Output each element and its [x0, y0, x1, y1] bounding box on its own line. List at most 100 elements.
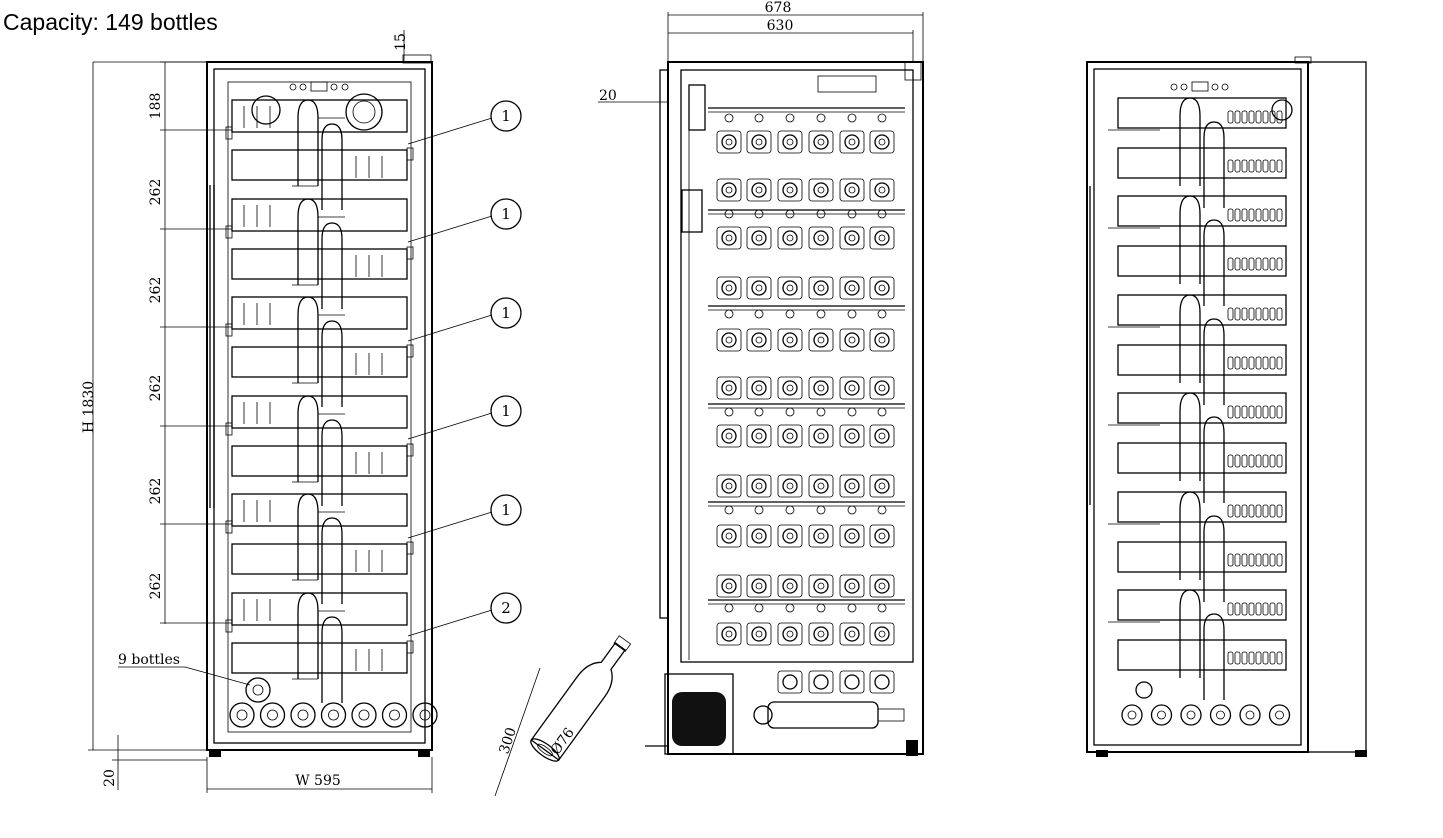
bottle-end — [782, 674, 798, 690]
bottle-end — [751, 528, 767, 544]
bottle-slot — [716, 524, 742, 548]
bottle-neck — [1179, 294, 1201, 383]
bottle-cap — [1227, 454, 1234, 468]
bottle-cap — [1241, 504, 1248, 518]
callout-number: 1 — [501, 501, 511, 519]
bottle-slot — [869, 524, 895, 548]
callout-number: 1 — [501, 205, 511, 223]
bottle-cap — [1269, 257, 1276, 271]
bottle-slot — [869, 622, 895, 646]
bottle-end — [874, 380, 890, 396]
shelf-tray-top — [231, 99, 408, 133]
bottle-neck-end — [754, 505, 764, 515]
bottle-neck-end — [724, 505, 734, 515]
bottle-cap — [1248, 602, 1255, 616]
bottle-neck-end — [754, 209, 764, 219]
shelf-tray-bottom — [1117, 541, 1287, 573]
bottle-cap — [1269, 454, 1276, 468]
bottle-cap — [1241, 356, 1248, 370]
callout-circle — [490, 395, 522, 427]
bottle-cap — [1262, 257, 1269, 271]
dim-shelf-pitch: 262 — [148, 375, 164, 402]
shelf-tray-top — [1117, 97, 1287, 129]
bottle-neck-end — [816, 407, 826, 417]
bottle-slot — [777, 130, 803, 154]
bottle-end — [721, 230, 737, 246]
bottle-slot — [716, 276, 742, 300]
bottle-cap — [1276, 257, 1283, 271]
bottle-cap — [1248, 651, 1255, 665]
shelf-tray-bottom — [1117, 344, 1287, 376]
bottle-cap — [1255, 257, 1262, 271]
bottle-cap — [1269, 110, 1276, 124]
shelf-tray-bottom — [231, 445, 408, 477]
bottle-slot — [716, 622, 742, 646]
bottle-cap — [1276, 356, 1283, 370]
bottle-detail — [530, 635, 632, 762]
callout: 1 — [407, 100, 522, 145]
bottle-end — [1180, 704, 1202, 726]
fan-icon — [345, 93, 383, 131]
bottle-end — [751, 332, 767, 348]
bottle-end — [381, 702, 408, 728]
dim-inner-depth: 630 — [767, 18, 794, 34]
shelf-tray-bottom — [231, 149, 408, 181]
shelf-tray-bottom — [231, 248, 408, 280]
bottle-cap — [1269, 504, 1276, 518]
bottle-cap — [1269, 553, 1276, 567]
bottle-cap — [1262, 110, 1269, 124]
bottle-slot — [716, 376, 742, 400]
bottle-end — [721, 528, 737, 544]
bottle-cap — [1262, 602, 1269, 616]
bottle-cap — [1234, 504, 1241, 518]
bottle-slot — [716, 130, 742, 154]
bottle-end — [874, 626, 890, 642]
bottle-end — [721, 332, 737, 348]
bottle-slot — [808, 276, 834, 300]
bottle-cap — [1255, 307, 1262, 321]
bottle-cap — [1248, 110, 1255, 124]
bottle-end — [813, 578, 829, 594]
bottle-neck — [1203, 318, 1225, 405]
callout-circle — [490, 592, 522, 624]
bottle-neck — [1203, 219, 1225, 306]
bottle-cap — [1262, 454, 1269, 468]
bottle-neck-end — [877, 309, 887, 319]
bottle-end — [782, 380, 798, 396]
bottle-end — [844, 182, 860, 198]
bottle-end — [813, 134, 829, 150]
bottle-cap — [1234, 553, 1241, 567]
bottle-cap — [1269, 405, 1276, 419]
bottle-cap — [1234, 405, 1241, 419]
shelf-tray-bottom — [1117, 147, 1287, 179]
bottle-slot — [839, 130, 865, 154]
bottle-slot — [746, 178, 772, 202]
bottle-cap — [1227, 602, 1234, 616]
bottle-slot — [839, 424, 865, 448]
bottle-end — [813, 380, 829, 396]
bottle-slot — [808, 670, 834, 694]
callout-number: 1 — [501, 304, 511, 322]
bottle-slot — [777, 276, 803, 300]
bottle-end — [874, 478, 890, 494]
bottle-cap — [1234, 257, 1241, 271]
callout: 1 — [407, 494, 522, 539]
bottle-neck — [321, 222, 343, 309]
bottle-cap — [1262, 208, 1269, 222]
bottle-neck — [297, 395, 319, 482]
callout-circle — [490, 100, 522, 132]
dim-width: W 595 — [295, 773, 341, 789]
bottle-end — [874, 182, 890, 198]
bottle-cap — [1269, 307, 1276, 321]
bottle-neck-end — [754, 407, 764, 417]
fan-icon — [251, 95, 281, 125]
bottle-slot — [869, 376, 895, 400]
bottle-neck-end — [785, 603, 795, 613]
bottle-end — [782, 626, 798, 642]
wine-bottle — [530, 642, 626, 761]
shelf — [1108, 491, 1287, 602]
bottle-slot — [746, 276, 772, 300]
bottle-cap — [1234, 651, 1241, 665]
bottle-slot — [716, 574, 742, 598]
